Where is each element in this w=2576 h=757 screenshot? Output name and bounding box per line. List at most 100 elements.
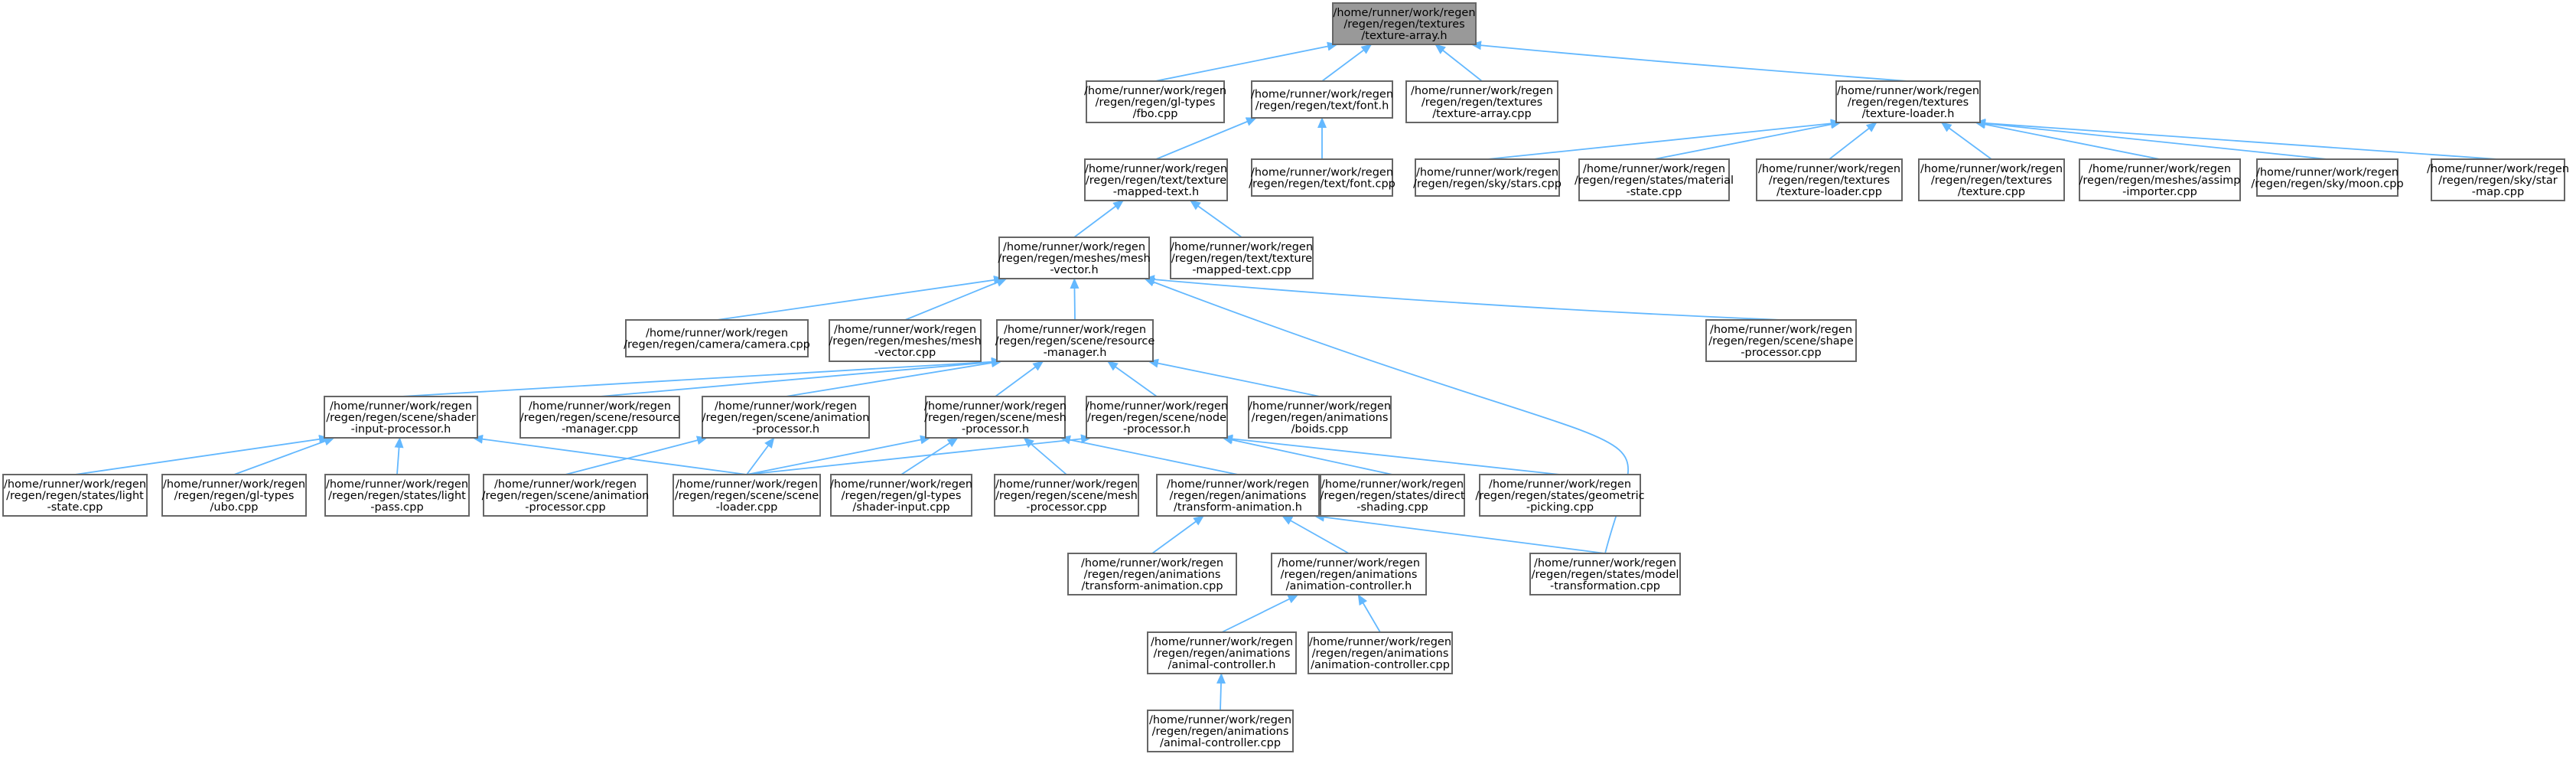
node-label-line: /transform-animation.cpp	[1081, 580, 1223, 592]
graph-node-n10[interactable]: /home/runner/work/regen/regen/regen/text…	[1918, 158, 2065, 201]
node-label-line: /texture-loader.cpp	[1776, 186, 1882, 198]
graph-node-n1[interactable]: /home/runner/work/regen/regen/regen/gl-t…	[1084, 80, 1226, 123]
node-label-line: /regen/regen/animations	[1084, 569, 1221, 581]
node-label-line: /home/runner/work/regen	[1251, 89, 1393, 101]
graph-node-n36[interactable]: /home/runner/work/regen/regen/regen/anim…	[1067, 553, 1237, 595]
graph-node-n32[interactable]: /home/runner/work/regen/regen/regen/scen…	[994, 474, 1139, 517]
graph-node-n2[interactable]: /home/runner/work/regen/regen/regen/text…	[1251, 80, 1393, 119]
edge-n34-to-n24	[1222, 435, 1393, 475]
node-label-line: /texture-array.h	[1361, 30, 1447, 42]
node-label-line: /regen/regen/textures	[1343, 18, 1464, 31]
graph-node-n41[interactable]: /home/runner/work/regen/regen/regen/anim…	[1147, 710, 1294, 752]
edge-n18-to-n14	[1070, 278, 1080, 321]
node-box	[1578, 158, 1730, 201]
graph-node-n31[interactable]: /home/runner/work/regen/regen/regen/gl-t…	[830, 474, 972, 517]
node-label-line: /home/runner/work/regen	[1416, 167, 1558, 179]
node-label-line: /home/runner/work/regen	[1003, 241, 1145, 253]
graph-node-n21[interactable]: /home/runner/work/regen/regen/regen/scen…	[519, 396, 680, 439]
graph-node-n14[interactable]: /home/runner/work/regen/regen/regen/mesh…	[998, 237, 1151, 279]
node-label-line: /home/runner/work/regen	[1278, 557, 1420, 569]
edge-n36-to-n33	[1151, 515, 1205, 554]
graph-node-n5[interactable]: /home/runner/work/regen/regen/regen/text…	[1084, 158, 1228, 201]
edge-n14-to-n5	[1073, 200, 1125, 238]
node-label-line: /home/runner/work/regen	[330, 400, 472, 413]
graph-node-root: /home/runner/work/regen/regen/regen/text…	[1332, 2, 1477, 45]
node-label-line: /home/runner/work/regen	[529, 400, 671, 413]
graph-node-n37[interactable]: /home/runner/work/regen/regen/regen/anim…	[1271, 553, 1427, 595]
node-label-line: /home/runner/work/regen	[4, 478, 146, 491]
edge-n15-to-n5	[1189, 200, 1242, 238]
graph-node-n26[interactable]: /home/runner/work/regen/regen/regen/stat…	[2, 474, 148, 517]
node-label-line: /home/runner/work/regen	[2256, 167, 2399, 179]
graph-node-n7[interactable]: /home/runner/work/regen/regen/regen/sky/…	[1413, 158, 1562, 197]
edge-n4-to-n0	[1470, 41, 1909, 82]
graph-node-n22[interactable]: /home/runner/work/regen/regen/regen/scen…	[702, 396, 870, 439]
node-box	[1705, 319, 1857, 362]
graph-node-n40[interactable]: /home/runner/work/regen/regen/regen/anim…	[1308, 631, 1453, 674]
node-box	[994, 474, 1139, 517]
node-box	[1479, 474, 1641, 517]
node-label-line: -processor.h	[962, 423, 1029, 436]
graph-node-n23[interactable]: /home/runner/work/regen/regen/regen/scen…	[924, 396, 1067, 439]
node-label-line: /regen/regen/scene/node	[1087, 412, 1226, 424]
edge-n30-to-n22	[746, 437, 775, 475]
graph-node-n29[interactable]: /home/runner/work/regen/regen/regen/scen…	[482, 474, 650, 517]
node-label-line: /home/runner/work/regen	[2427, 163, 2569, 175]
graph-node-n19[interactable]: /home/runner/work/regen/regen/regen/scen…	[1705, 319, 1857, 362]
graph-node-n17[interactable]: /home/runner/work/regen/regen/regen/mesh…	[829, 319, 982, 362]
graph-node-n28[interactable]: /home/runner/work/regen/regen/regen/stat…	[324, 474, 470, 517]
edge-n3-to-n0	[1435, 44, 1483, 82]
graph-node-n33[interactable]: /home/runner/work/regen/regen/regen/anim…	[1156, 474, 1320, 517]
graph-node-n8[interactable]: /home/runner/work/regen/regen/regen/stat…	[1575, 158, 1734, 201]
node-label-line: /animal-controller.cpp	[1160, 737, 1281, 749]
graph-node-n13[interactable]: /home/runner/work/regen/regen/regen/sky/…	[2427, 158, 2569, 201]
graph-node-n25[interactable]: /home/runner/work/regen/regen/regen/anim…	[1248, 396, 1392, 439]
node-label-line: /home/runner/work/regen	[1085, 163, 1227, 175]
edge-n33-to-n23	[1060, 435, 1239, 475]
graph-node-n24[interactable]: /home/runner/work/regen/regen/regen/scen…	[1086, 396, 1228, 439]
node-label-line: /regen/regen/text/font.h	[1255, 100, 1389, 113]
node-label-line: /home/runner/work/regen	[1249, 400, 1391, 413]
node-box	[1251, 158, 1393, 197]
graph-node-n12[interactable]: /home/runner/work/regen/regen/regen/sky/…	[2251, 158, 2404, 197]
graph-node-n3[interactable]: /home/runner/work/regen/regen/regen/text…	[1405, 80, 1558, 123]
node-label-line: /home/runner/work/regen	[646, 328, 788, 340]
node-box	[998, 237, 1150, 279]
node-label-line: /regen/regen/states/material	[1575, 175, 1734, 187]
node-label-line: -mapped-text.h	[1113, 186, 1199, 198]
node-label-line: /home/runner/work/regen	[1167, 478, 1309, 491]
node-label-line: /animal-controller.h	[1168, 659, 1276, 671]
graph-node-n6[interactable]: /home/runner/work/regen/regen/regen/text…	[1249, 158, 1395, 197]
node-label-line: /boids.cpp	[1291, 423, 1349, 436]
node-label-line: /home/runner/work/regen	[1084, 85, 1226, 97]
node-label-line: /home/runner/work/regen	[1333, 7, 1475, 19]
graph-node-n16[interactable]: /home/runner/work/regen/regen/regen/came…	[624, 319, 810, 357]
graph-node-n38[interactable]: /home/runner/work/regen/regen/regen/stat…	[1529, 553, 1681, 595]
graph-node-n20[interactable]: /home/runner/work/regen/regen/regen/scen…	[324, 396, 478, 439]
node-label-line: /regen/regen/scene/resource	[520, 412, 680, 424]
graph-node-n34[interactable]: /home/runner/work/regen/regen/regen/stat…	[1320, 474, 1465, 517]
node-box	[161, 474, 307, 517]
graph-node-n15[interactable]: /home/runner/work/regen/regen/regen/text…	[1170, 237, 1314, 279]
edges-layer	[74, 41, 2499, 711]
graph-node-n30[interactable]: /home/runner/work/regen/regen/regen/scen…	[672, 474, 821, 517]
node-box	[1405, 80, 1558, 123]
graph-node-n27[interactable]: /home/runner/work/regen/regen/regen/gl-t…	[161, 474, 307, 517]
node-label-line: /regen/regen/animations	[1154, 648, 1291, 660]
node-label-line: /home/runner/work/regen	[830, 478, 972, 491]
graph-node-n18[interactable]: /home/runner/work/regen/regen/regen/scen…	[995, 319, 1155, 362]
edge-n16-to-n14	[716, 275, 1005, 321]
node-box	[996, 319, 1154, 362]
graph-node-n39[interactable]: /home/runner/work/regen/regen/regen/anim…	[1147, 631, 1297, 674]
node-label-line: /shader-input.cpp	[852, 501, 949, 514]
node-label-line: -transformation.cpp	[1550, 580, 1660, 592]
graph-node-n4[interactable]: /home/runner/work/regen/regen/regen/text…	[1835, 80, 1981, 123]
node-label-line: /home/runner/work/regen	[924, 400, 1067, 413]
node-label-line: /transform-animation.h	[1174, 501, 1302, 514]
edge-n23-to-n18	[995, 361, 1044, 397]
node-label-line: /animation-controller.cpp	[1311, 659, 1450, 671]
graph-node-n11[interactable]: /home/runner/work/regen/regen/regen/mesh…	[2079, 158, 2241, 201]
edge-n12-to-n4	[1975, 119, 2328, 160]
graph-node-n35[interactable]: /home/runner/work/regen/regen/regen/stat…	[1475, 474, 1645, 517]
graph-node-n9[interactable]: /home/runner/work/regen/regen/regen/text…	[1756, 158, 1903, 201]
